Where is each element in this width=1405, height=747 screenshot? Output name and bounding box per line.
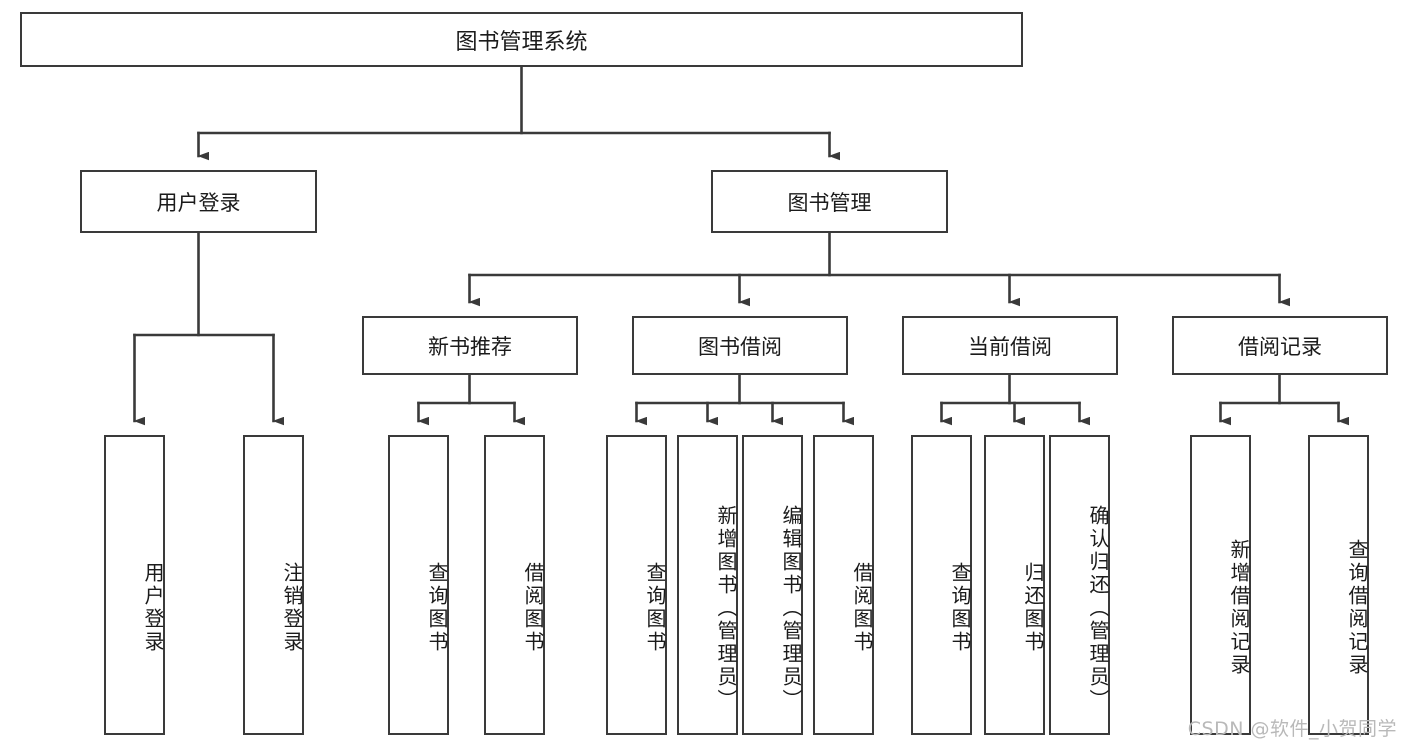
node-label: 借阅记录 <box>1238 334 1322 359</box>
leaf-return-book[interactable]: 归还图书 <box>984 435 1045 735</box>
node-label: 图书借阅 <box>698 334 782 359</box>
leaf-query-borrow-record[interactable]: 查询借阅记录 <box>1308 435 1369 735</box>
node-label: 新增图书（管理员） <box>714 504 738 712</box>
node-label: 查询图书 <box>425 562 449 654</box>
node-label: 查询图书 <box>643 562 667 654</box>
leaf-query-book-current[interactable]: 查询图书 <box>911 435 972 735</box>
leaf-add-borrow-record[interactable]: 新增借阅记录 <box>1190 435 1251 735</box>
node-label: 归还图书 <box>1021 562 1045 654</box>
node-label: 用户登录 <box>156 190 241 215</box>
node-label: 当前借阅 <box>968 334 1052 359</box>
node-user-login[interactable]: 用户登录 <box>80 170 317 233</box>
node-label: 查询图书 <box>948 562 972 654</box>
leaf-borrow-book-newbook[interactable]: 借阅图书 <box>484 435 545 735</box>
node-label: 注销登录 <box>280 562 304 654</box>
node-new-book-recommendation[interactable]: 新书推荐 <box>362 316 578 375</box>
node-root-system[interactable]: 图书管理系统 <box>20 12 1023 67</box>
leaf-add-book-admin[interactable]: 新增图书（管理员） <box>677 435 738 735</box>
leaf-edit-book-admin[interactable]: 编辑图书（管理员） <box>742 435 803 735</box>
node-label: 编辑图书（管理员） <box>779 504 803 712</box>
node-borrow-record[interactable]: 借阅记录 <box>1172 316 1388 375</box>
leaf-borrow-book[interactable]: 借阅图书 <box>813 435 874 735</box>
node-book-borrow[interactable]: 图书借阅 <box>632 316 848 375</box>
node-label: 借阅图书 <box>850 562 874 654</box>
leaf-query-book-newbook[interactable]: 查询图书 <box>388 435 449 735</box>
node-label: 确认归还（管理员） <box>1086 504 1110 712</box>
node-label: 新增借阅记录 <box>1227 539 1251 677</box>
leaf-logout[interactable]: 注销登录 <box>243 435 304 735</box>
node-label: 新书推荐 <box>428 334 512 359</box>
leaf-user-login[interactable]: 用户登录 <box>104 435 165 735</box>
leaf-confirm-return-admin[interactable]: 确认归还（管理员） <box>1049 435 1110 735</box>
node-label: 用户登录 <box>141 562 165 654</box>
node-current-borrow[interactable]: 当前借阅 <box>902 316 1118 375</box>
node-label: 图书管理 <box>787 190 872 215</box>
watermark-text: CSDN @软件_小贺同学 <box>1187 718 1397 740</box>
node-label: 查询借阅记录 <box>1345 539 1369 677</box>
node-label: 图书管理系统 <box>455 29 588 55</box>
node-label: 借阅图书 <box>521 562 545 654</box>
node-book-management[interactable]: 图书管理 <box>711 170 948 233</box>
leaf-query-book-borrow[interactable]: 查询图书 <box>606 435 667 735</box>
